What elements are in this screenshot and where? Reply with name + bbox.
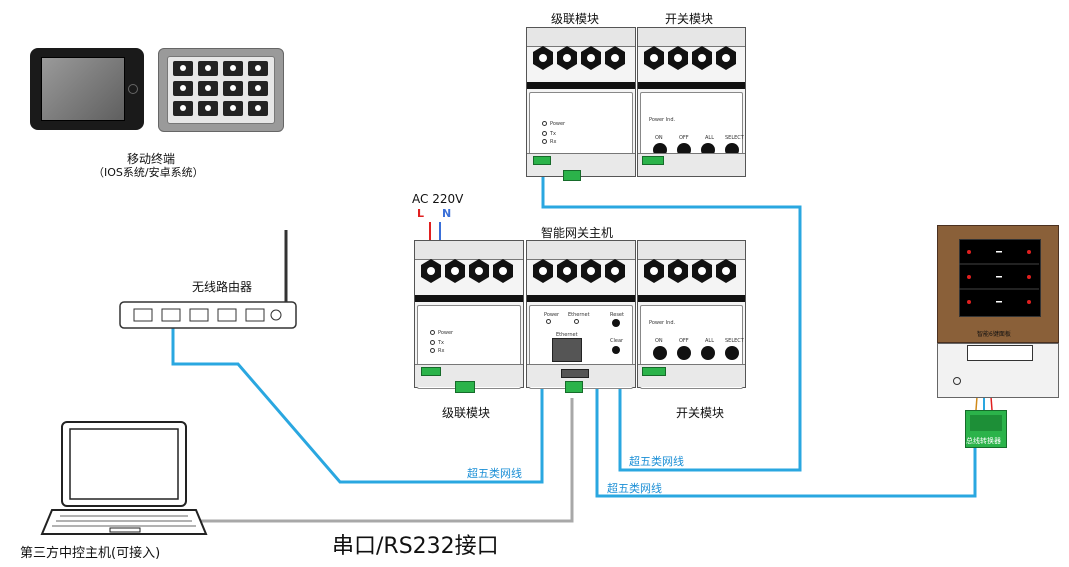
gateway-ethernet-text: Ethernet: [568, 312, 590, 318]
gateway-module: Power Ethernet Reset Ethernet Clear: [526, 240, 636, 393]
mobile-terminal-label: 移动终端: [127, 152, 176, 166]
serial-interface-label: 串口/RS232接口: [332, 534, 499, 559]
router-icon: [119, 230, 297, 329]
gateway-eth-port-text: Ethernet: [556, 332, 578, 338]
bus-converter: [965, 410, 1007, 448]
top-switch-off: OFF: [679, 135, 689, 141]
gateway-reset-text: Reset: [610, 312, 624, 318]
third-party-host-label: 第三方中控主机(可接入): [20, 546, 161, 561]
smart-panel: 智能6键面板: [937, 225, 1059, 398]
gateway-clear-text: Clear: [610, 338, 624, 344]
top-cascade-module: Power Tx Rx: [526, 27, 636, 181]
top-switch-module: Power Ind. ON OFF ALL SELECT: [637, 27, 746, 177]
router-label: 无线路由器: [192, 280, 253, 294]
top-switch-label: 开关模块: [665, 12, 714, 26]
bottom-switch-label: 开关模块: [676, 406, 725, 420]
panel-keys-icon: [959, 250, 1039, 304]
cable-gateway-panel: [595, 386, 977, 498]
cable-router-gateway: [171, 316, 544, 484]
main-switch-module: Power Ind. ON OFF ALL SELECT: [637, 240, 746, 389]
main-switch-on: ON: [655, 338, 663, 344]
cable-label-top-gateway: 超五类网线: [629, 455, 684, 468]
main-cascade-module: Power Tx Rx: [414, 240, 524, 393]
cable-label-router-gateway: 超五类网线: [467, 467, 522, 480]
main-switch-all: ALL: [705, 338, 714, 344]
ethernet-port-icon: [552, 338, 582, 362]
main-cascade-tx-text: Tx: [438, 340, 445, 346]
top-switch-all: ALL: [705, 135, 714, 141]
cable-top-cascade: [541, 176, 802, 472]
top-switch-select: SELECT: [725, 135, 744, 141]
smart-panel-label: 智能6键面板: [977, 331, 1011, 338]
top-cascade-rx-text: Rx: [550, 139, 557, 145]
main-switch-select: SELECT: [725, 338, 744, 344]
top-cascade-tx-text: Tx: [550, 131, 557, 137]
top-cascade-label: 级联模块: [551, 12, 600, 26]
top-switch-on: ON: [655, 135, 663, 141]
ac-n-label: N: [442, 207, 452, 220]
gateway-host-label: 智能网关主机: [541, 226, 614, 240]
bus-converter-label: 总线转换器: [966, 437, 1001, 445]
mobile-os-label: （IOS系统/安卓系统）: [93, 166, 204, 179]
terminal-screws: [533, 46, 625, 70]
panel-buttons-icon: [173, 61, 268, 116]
main-cascade-rx-text: Rx: [438, 348, 445, 354]
gateway-power-text: Power: [544, 312, 560, 318]
main-switch-power-ind: Power Ind.: [649, 320, 676, 326]
main-cascade-power-text: Power: [438, 330, 454, 336]
cable-serial: [198, 398, 574, 523]
touch-panel-icon: [158, 48, 284, 132]
main-switch-off: OFF: [679, 338, 689, 344]
bottom-cascade-label: 级联模块: [442, 406, 491, 420]
top-switch-power-ind: Power Ind.: [649, 117, 676, 123]
top-cascade-power-text: Power: [550, 121, 566, 127]
ac-voltage-label: AC 220V: [412, 192, 464, 206]
ac-l-label: L: [417, 207, 425, 220]
cable-label-gateway-panel: 超五类网线: [607, 482, 662, 495]
laptop-icon: [40, 421, 208, 535]
tablet-icon: [30, 48, 144, 130]
